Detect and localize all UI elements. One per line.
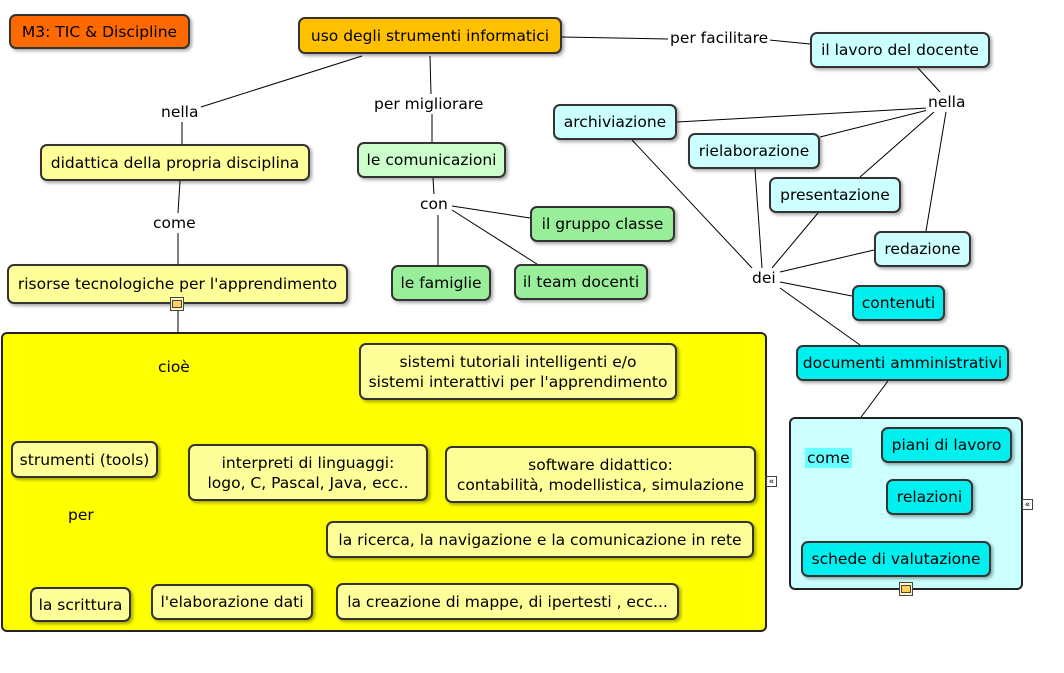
connector-line xyxy=(451,205,531,219)
connector-line xyxy=(917,67,941,93)
connector-line xyxy=(676,107,929,123)
node-scrittura[interactable]: la scrittura xyxy=(30,587,131,622)
node-gruppo-classe[interactable]: il gruppo classe xyxy=(530,206,675,242)
connector-line xyxy=(561,36,669,40)
node-piani-di-lavoro[interactable]: piani di lavoro xyxy=(881,427,1012,463)
connector-line xyxy=(779,287,861,346)
link-per-migliorare: per migliorare xyxy=(372,94,486,114)
link-come-right: come xyxy=(805,448,852,468)
node-strumenti-tools[interactable]: strumenti (tools) xyxy=(11,441,158,478)
link-cioe: cioè xyxy=(156,357,192,377)
connector-line xyxy=(432,177,435,196)
node-presentazione[interactable]: presentazione xyxy=(769,177,901,213)
node-didattica[interactable]: didattica della propria disciplina xyxy=(40,144,310,181)
link-dei: dei xyxy=(750,268,778,288)
node-rielaborazione[interactable]: rielaborazione xyxy=(688,133,820,169)
collapse-icon[interactable]: « xyxy=(766,476,777,487)
connector-line xyxy=(779,281,853,297)
connector-line xyxy=(859,111,935,178)
node-elaborazione-dati[interactable]: l'elaborazione dati xyxy=(151,584,313,620)
connector-line xyxy=(754,168,763,269)
node-uso-strumenti[interactable]: uso degli strumenti informatici xyxy=(298,17,562,54)
collapse-icon[interactable]: « xyxy=(1022,499,1033,510)
link-nella-left: nella xyxy=(159,102,201,122)
resource-icon[interactable] xyxy=(899,582,913,596)
node-team-docenti[interactable]: il team docenti xyxy=(514,264,648,300)
resource-icon[interactable] xyxy=(170,297,184,311)
link-come-left: come xyxy=(151,213,198,233)
connector-line xyxy=(819,109,929,138)
connector-line xyxy=(200,55,363,108)
map-title: M3: TIC & Discipline xyxy=(9,14,190,49)
connector-line xyxy=(451,209,541,267)
connector-line xyxy=(631,139,753,269)
node-software-didattico[interactable]: software didattico: contabilità, modelli… xyxy=(445,446,756,503)
link-nella-right: nella xyxy=(926,92,968,112)
connector-line xyxy=(779,249,875,273)
node-redazione[interactable]: redazione xyxy=(874,231,971,267)
connector-line xyxy=(925,111,947,232)
node-lavoro-docente[interactable]: il lavoro del docente xyxy=(810,32,990,68)
node-comunicazioni[interactable]: le comunicazioni xyxy=(357,142,506,178)
link-per-facilitare: per facilitare xyxy=(668,28,771,48)
connector-line xyxy=(429,55,432,95)
connector-line xyxy=(768,39,811,45)
node-archiviazione[interactable]: archiviazione xyxy=(553,104,677,140)
node-ricerca[interactable]: la ricerca, la navigazione e la comunica… xyxy=(326,521,754,558)
link-per: per xyxy=(66,505,96,525)
node-documenti-amministrativi[interactable]: documenti amministrativi xyxy=(796,345,1009,381)
node-relazioni[interactable]: relazioni xyxy=(886,479,973,515)
node-sistemi-tutoriali[interactable]: sistemi tutoriali intelligenti e/o siste… xyxy=(359,343,677,400)
connector-line xyxy=(771,212,819,269)
connector-line xyxy=(177,180,181,214)
link-con: con xyxy=(418,194,450,214)
node-contenuti[interactable]: contenuti xyxy=(852,285,945,321)
node-famiglie[interactable]: le famiglie xyxy=(391,265,491,301)
node-creazione-mappe[interactable]: la creazione di mappe, di ipertesti , ec… xyxy=(336,583,679,620)
node-interpreti[interactable]: interpreti di linguaggi: logo, C, Pascal… xyxy=(188,444,428,501)
node-schede-valutazione[interactable]: schede di valutazione xyxy=(801,541,991,577)
